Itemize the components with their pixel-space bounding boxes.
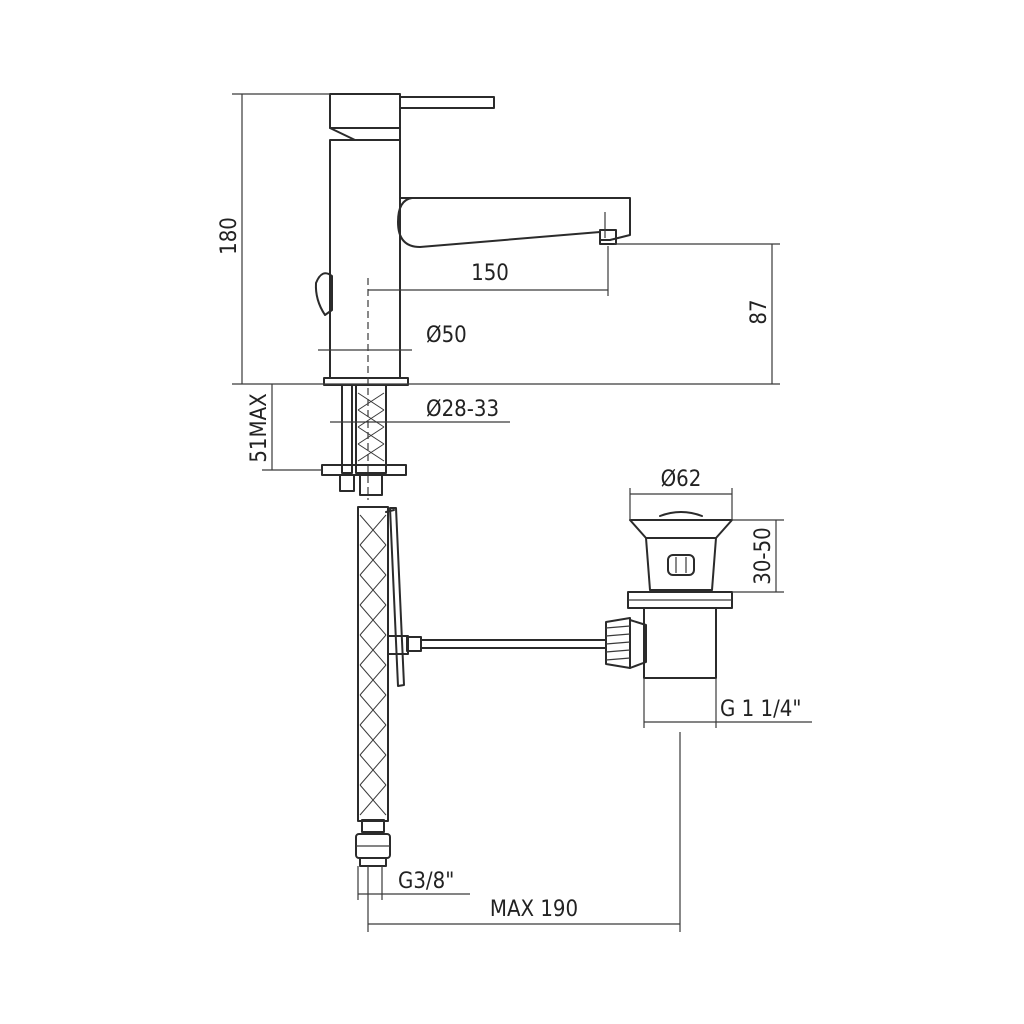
dim-body-diameter: Ø50	[426, 323, 467, 348]
dim-spout-height: 87	[747, 299, 772, 324]
under-deck-fixing	[321, 384, 407, 496]
dim-hole-diameter: Ø28-33	[426, 397, 499, 422]
dim-spout-reach: 150	[471, 261, 509, 286]
dim-hose-thread: G3/8"	[398, 869, 454, 894]
dim-max-distance: MAX 190	[490, 897, 578, 922]
dim-waste-height: 30-50	[751, 527, 776, 585]
faucet-body	[314, 93, 631, 386]
dimension-lines	[232, 93, 812, 932]
dim-waste-diameter: Ø62	[661, 467, 702, 492]
dim-deck-thickness: 51MAX	[247, 393, 272, 462]
dim-height-total: 180	[217, 217, 242, 255]
flexible-hose	[355, 506, 391, 867]
dim-waste-thread: G 1 1/4"	[720, 697, 801, 722]
popup-rod	[385, 507, 607, 687]
waste-assembly	[605, 511, 733, 679]
